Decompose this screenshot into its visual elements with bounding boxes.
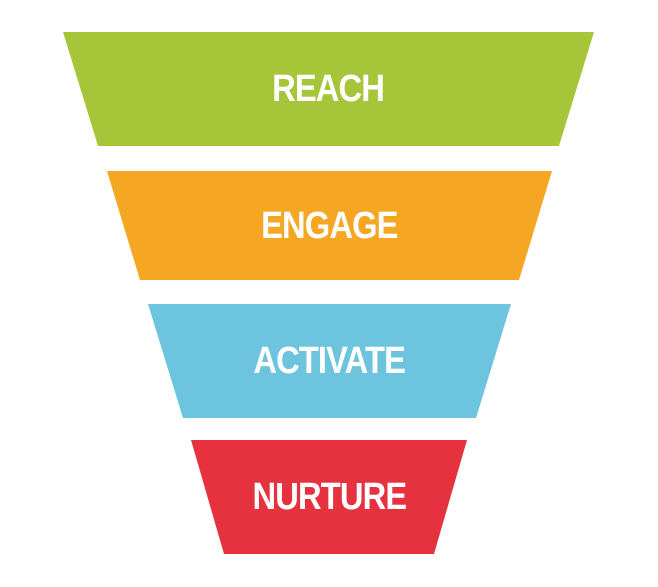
funnel-stage-label: REACH [272,68,386,110]
funnel-stage-reach: REACH [63,32,594,146]
funnel-stage-label: NURTURE [252,476,407,518]
funnel-stage-nurture: NURTURE [191,440,467,554]
funnel-stage-engage: ENGAGE [107,171,552,280]
funnel-stage-activate: ACTIVATE [148,304,511,418]
funnel-stage-label: ENGAGE [261,204,398,247]
funnel-stage-shape [148,304,511,418]
funnel-stage-shape [63,32,594,146]
funnel-stage-shape [107,171,552,280]
funnel-stage-shape [191,440,467,554]
funnel-stage-label: ACTIVATE [253,340,407,382]
